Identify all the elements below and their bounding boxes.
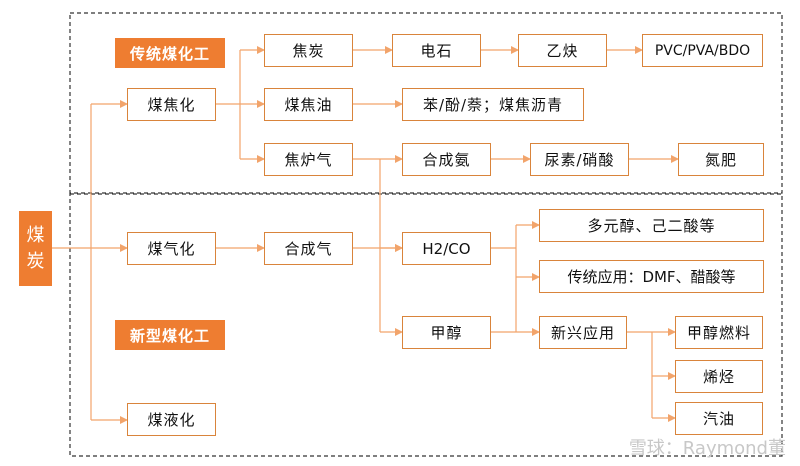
node-methanol: 甲醇: [402, 316, 491, 349]
node-emerging-apps: 新兴应用: [539, 316, 627, 349]
node-polyols: 多元醇、己二酸等: [539, 209, 764, 242]
node-urea-nitric-acid: 尿素/硝酸: [530, 143, 629, 176]
node-coke-oven-gas: 焦炉气: [264, 143, 353, 176]
node-coal-tar: 煤焦油: [264, 88, 353, 121]
new-section-frame: [69, 193, 783, 457]
root-label: 煤炭: [26, 224, 45, 272]
node-acetylene: 乙炔: [518, 34, 607, 67]
node-gasoline: 汽油: [675, 402, 763, 435]
node-pvc-pva-bdo: PVC/PVA/BDO: [642, 34, 763, 67]
node-methanol-fuel: 甲醇燃料: [675, 316, 763, 349]
node-synthetic-ammonia: 合成氨: [402, 143, 491, 176]
traditional-section-frame: [69, 12, 783, 194]
node-traditional-apps: 传统应用：DMF、醋酸等: [539, 260, 764, 293]
node-coal-gasification: 煤气化: [127, 232, 216, 265]
new-section-label: 新型煤化工: [115, 320, 225, 350]
traditional-section-label: 传统煤化工: [115, 38, 225, 68]
node-coal-coking: 煤焦化: [127, 88, 216, 121]
root-coal-node: 煤炭: [19, 211, 52, 286]
node-h2-co: H2/CO: [402, 232, 491, 265]
node-nitrogen-fertilizer: 氮肥: [678, 143, 764, 176]
node-syngas: 合成气: [264, 232, 353, 265]
watermark: 雪球：Raymond董: [628, 438, 786, 459]
node-olefins: 烯烃: [675, 360, 763, 393]
node-tar-products: 苯/酚/萘；煤焦沥青: [402, 88, 584, 121]
node-coke: 焦炭: [264, 34, 353, 67]
node-calcium-carbide: 电石: [392, 34, 481, 67]
node-coal-liquefaction: 煤液化: [127, 403, 216, 436]
